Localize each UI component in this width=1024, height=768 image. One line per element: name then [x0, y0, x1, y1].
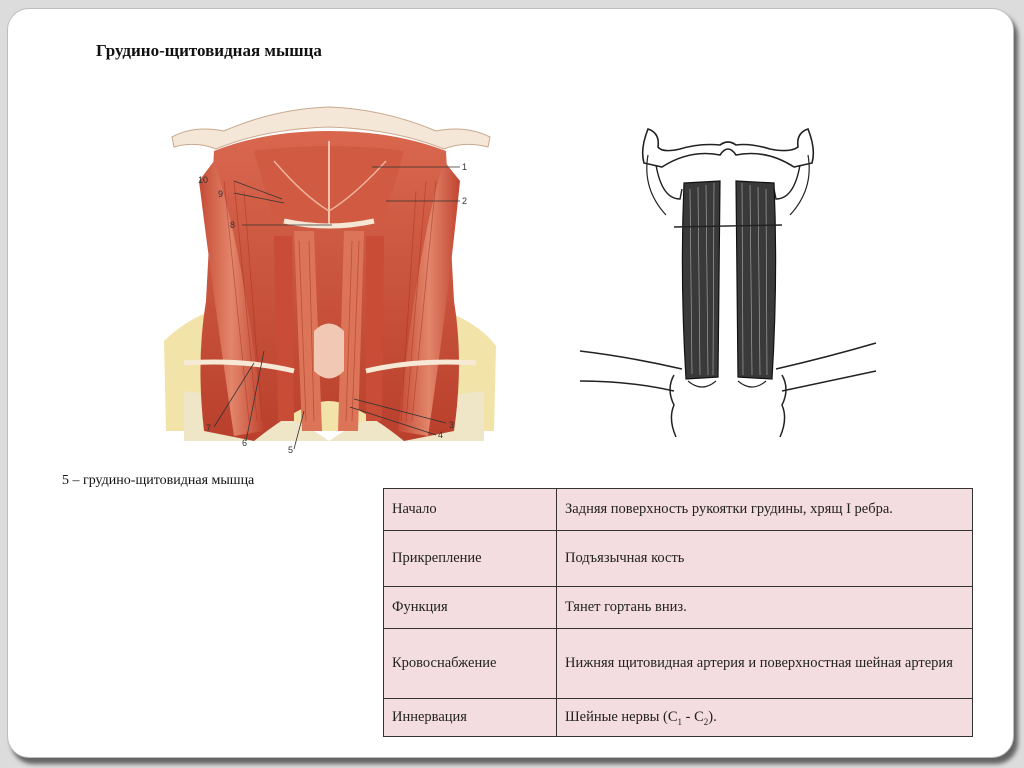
row-key: Прикрепление: [383, 530, 557, 587]
row-key: Начало: [383, 488, 557, 531]
innervation-suffix: ).: [708, 708, 717, 725]
figure-caption: 5 – грудино-щитовидная мышца: [62, 473, 255, 488]
row-value: Тянет гортань вниз.: [556, 586, 973, 629]
label-2: 2: [462, 196, 467, 206]
slide-title: Грудино-щитовидная мышца: [96, 41, 322, 60]
innervation-prefix: Шейные нервы (С: [565, 708, 678, 725]
table-row: Кровоснабжение Нижняя щитовидная артерия…: [383, 628, 973, 699]
label-5: 5: [288, 445, 293, 455]
sternothyroid-schema-drawing: [579, 128, 877, 438]
table-row: Прикрепление Подъязычная кость: [383, 530, 973, 587]
row-value: Шейные нервы (С1 - С2).: [556, 698, 973, 737]
innervation-sub-1: 1: [677, 716, 683, 727]
slide: Грудино-щитовидная мышца: [7, 8, 1014, 758]
row-key: Иннервация: [383, 698, 557, 737]
table-row: Начало Задняя поверхность рукоятки груди…: [383, 488, 973, 531]
label-8: 8: [230, 220, 235, 230]
label-10: 10: [198, 175, 208, 185]
muscle-info-table: Начало Задняя поверхность рукоятки груди…: [383, 488, 973, 737]
row-value: Задняя поверхность рукоятки грудины, хря…: [556, 488, 973, 531]
row-value: Подъязычная кость: [556, 530, 973, 587]
label-4: 4: [438, 430, 443, 440]
label-7: 7: [206, 423, 211, 433]
innervation-mid: - С: [682, 708, 704, 725]
row-key: Кровоснабжение: [383, 628, 557, 699]
label-9: 9: [218, 189, 223, 199]
innervation-sub-2: 2: [703, 716, 709, 727]
neck-muscles-illustration: 1 2 3 4 5 6 7 8 9 10: [164, 106, 496, 455]
row-key: Функция: [383, 586, 557, 629]
label-3: 3: [449, 420, 454, 430]
table-row: Функция Тянет гортань вниз.: [383, 586, 973, 629]
label-1: 1: [462, 162, 467, 172]
table-row: Иннервация Шейные нервы (С1 - С2).: [383, 698, 973, 737]
label-6: 6: [242, 438, 247, 448]
row-value: Нижняя щитовидная артерия и поверхностна…: [556, 628, 973, 699]
